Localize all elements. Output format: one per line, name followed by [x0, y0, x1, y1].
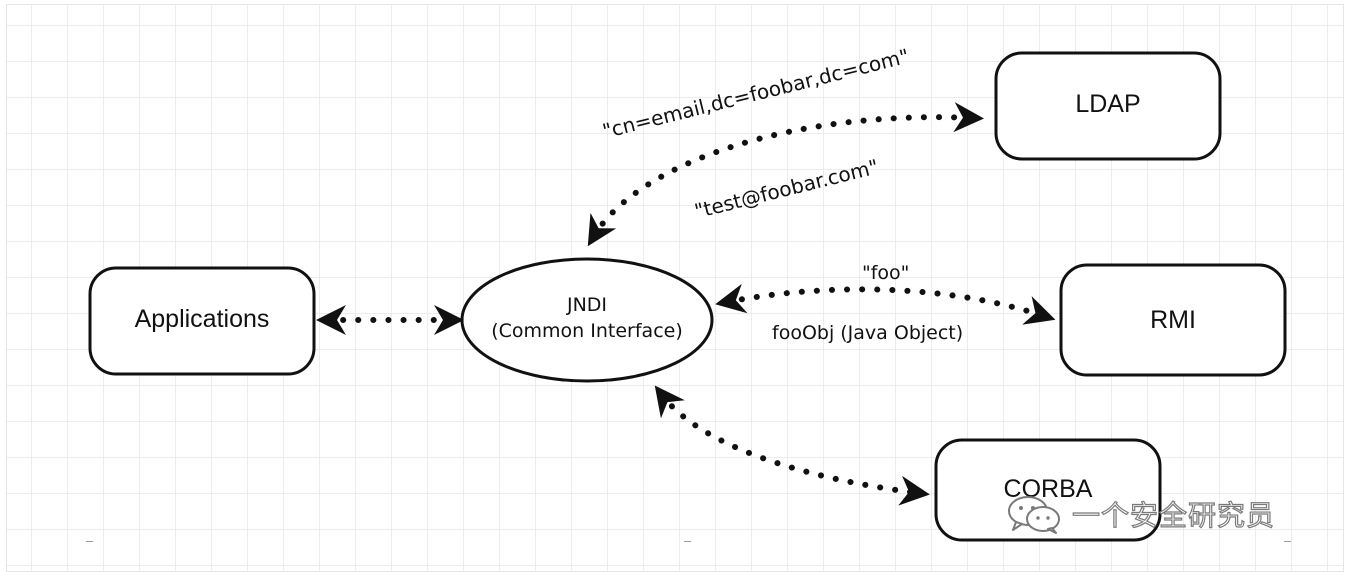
rmi-response-label: fooObj (Java Object)	[772, 322, 964, 344]
applications-box	[88, 266, 316, 376]
watermark-text: 一个安全研究员	[1071, 498, 1276, 532]
jndi-subtitle: (Common Interface)	[491, 320, 683, 342]
jndi-corba-connector	[654, 385, 930, 506]
ldap-label: LDAP	[1075, 90, 1141, 118]
ldap-box	[994, 51, 1222, 161]
jndi-title: JNDI	[566, 294, 608, 316]
jndi-rmi-connector	[715, 283, 1056, 325]
applications-label: Applications	[134, 305, 270, 333]
rmi-box	[1059, 263, 1287, 377]
bottom-tick-right	[1284, 541, 1291, 542]
bottom-tick-left	[86, 541, 93, 542]
bottom-tick-center	[684, 541, 691, 542]
wechat-icon	[1008, 496, 1060, 534]
corba-box	[934, 438, 1162, 542]
rmi-label: RMI	[1150, 306, 1196, 334]
watermark: 一个安全研究员	[1006, 494, 1275, 534]
rmi-request-label: "foo"	[862, 262, 910, 284]
